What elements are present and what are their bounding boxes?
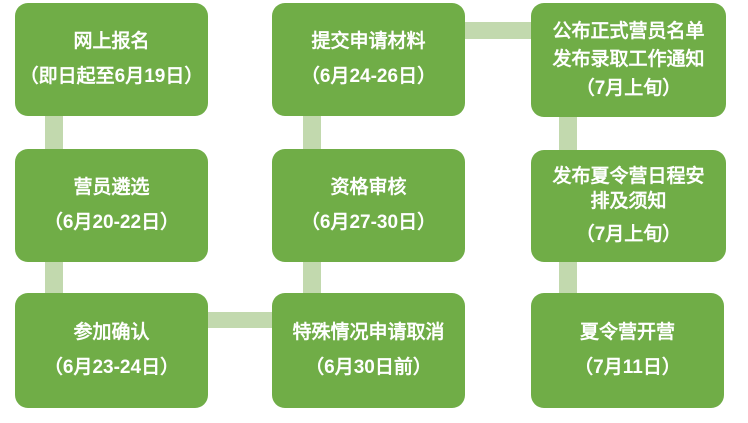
step-title: 发布夏令营日程安 xyxy=(552,165,705,187)
step-date: （6月30日前） xyxy=(305,357,432,378)
connector-col3-row2-row3 xyxy=(559,256,577,298)
step-date: （6月23-24日） xyxy=(43,357,180,378)
connector-col3-row1-row2 xyxy=(559,112,577,154)
step-title: 排及须知 xyxy=(590,190,667,212)
step-title: 公布正式营员名单 xyxy=(552,20,705,42)
step-date: （7月上旬） xyxy=(575,223,682,245)
step-camp-opening: 夏令营开营 （7月11日） xyxy=(531,293,724,408)
connector-row1-col2-col3 xyxy=(460,22,536,39)
step-date: （6月27-30日） xyxy=(300,212,437,233)
step-date: （即日起至6月19日） xyxy=(19,66,204,87)
step-title: 提交申请材料 xyxy=(311,31,426,52)
step-title: 特殊情况申请取消 xyxy=(292,322,445,343)
step-title: 发布录取工作通知 xyxy=(552,48,705,70)
step-title: 网上报名 xyxy=(73,31,150,52)
step-date: （6月24-26日） xyxy=(300,66,437,87)
step-date: （6月20-22日） xyxy=(43,212,180,233)
step-submit-application-materials: 提交申请材料 （6月24-26日） xyxy=(272,3,465,116)
step-qualification-review: 资格审核 （6月27-30日） xyxy=(272,149,465,262)
step-title: 资格审核 xyxy=(330,177,407,198)
connector-row3-col1-col2 xyxy=(203,312,277,328)
step-camper-selection: 营员遴选 （6月20-22日） xyxy=(15,149,208,262)
step-title: 参加确认 xyxy=(73,322,150,343)
connector-col1-row2-row3 xyxy=(45,258,63,298)
step-participation-confirmation: 参加确认 （6月23-24日） xyxy=(15,293,208,408)
step-title: 夏令营开营 xyxy=(579,322,675,343)
connector-col2-row2-row3 xyxy=(303,258,321,298)
connector-col2-row1-row2 xyxy=(303,110,321,154)
step-title: 营员遴选 xyxy=(73,177,150,198)
step-announce-camper-list: 公布正式营员名单 发布录取工作通知 （7月上旬） xyxy=(531,3,726,117)
step-date: （7月11日） xyxy=(574,357,681,378)
step-special-case-cancellation: 特殊情况申请取消 （6月30日前） xyxy=(272,293,465,408)
step-online-registration: 网上报名 （即日起至6月19日） xyxy=(15,3,208,116)
step-publish-camp-schedule: 发布夏令营日程安 排及须知 （7月上旬） xyxy=(531,150,726,262)
step-date: （7月上旬） xyxy=(575,77,682,99)
connector-col1-row1-row2 xyxy=(45,110,63,154)
